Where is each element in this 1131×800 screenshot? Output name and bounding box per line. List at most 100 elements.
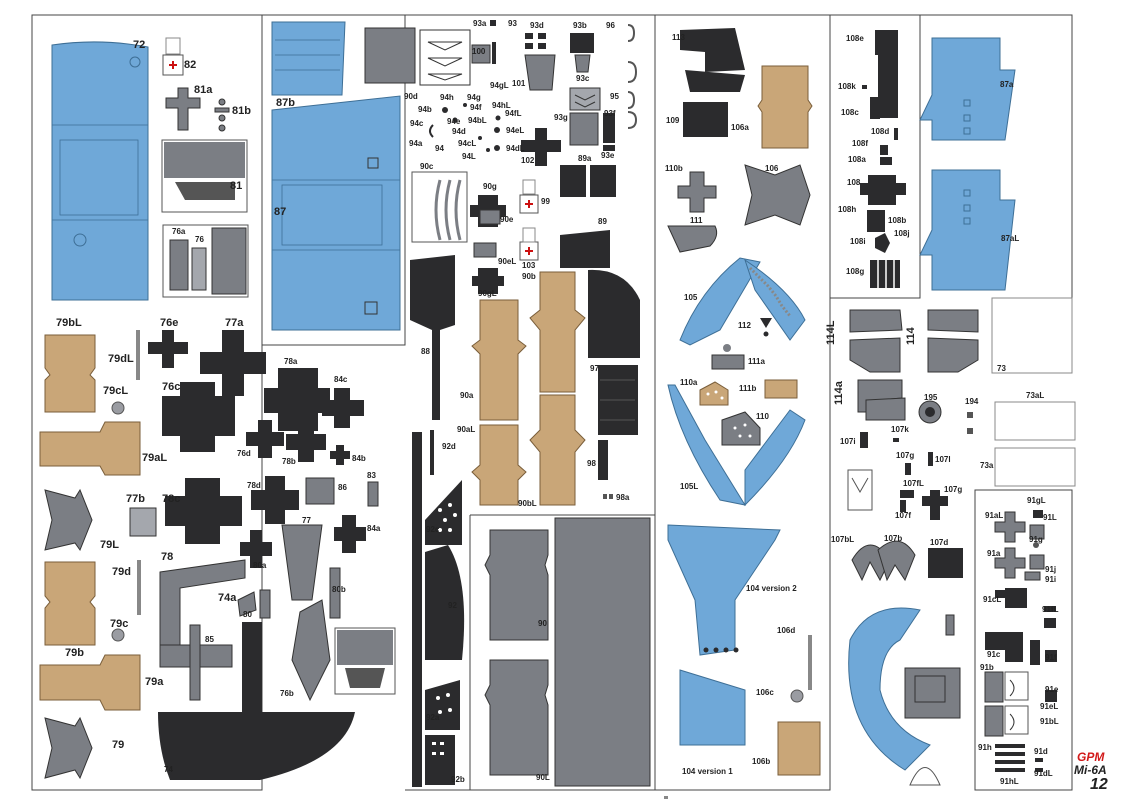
label-94c: 94c — [410, 119, 424, 128]
label-107g: 107g — [896, 451, 915, 460]
part-111a-dot — [723, 344, 731, 352]
label-107fL: 107fL — [903, 479, 924, 488]
part-87aL — [919, 169, 1016, 291]
part-87a — [919, 37, 1016, 141]
label-108c: 108c — [841, 108, 859, 117]
part-195 — [918, 400, 942, 424]
part-77 — [281, 524, 323, 601]
label-84c: 84c — [334, 375, 348, 384]
part-93g — [569, 112, 599, 146]
part-99 — [519, 179, 539, 214]
label-91cL: 91cL — [983, 595, 1002, 604]
part-92a — [425, 680, 460, 730]
label-85: 85 — [205, 635, 214, 644]
label-108b: 108b — [888, 216, 907, 225]
part-86 — [305, 477, 335, 505]
part-107-group — [860, 432, 948, 520]
label-78: 78 — [161, 551, 174, 563]
label-94L: 94L — [462, 152, 476, 161]
label-78a: 78a — [284, 357, 298, 366]
part-90c — [411, 171, 468, 243]
part-79L — [44, 488, 93, 552]
part-80 — [259, 589, 271, 619]
part-113 — [680, 28, 745, 72]
part-107d — [928, 548, 963, 578]
label-100: 100 — [472, 47, 486, 56]
label-90b: 90b — [522, 272, 536, 281]
label-105L: 105L — [680, 482, 699, 491]
part-79a — [39, 654, 141, 711]
part-74a — [237, 591, 257, 617]
label-79cL: 79cL — [103, 385, 129, 397]
label-91e: 91e — [1045, 685, 1059, 694]
part-104v1 — [679, 669, 746, 746]
part-79d — [137, 560, 141, 615]
part-85 — [159, 624, 233, 701]
brand-model: Mi-6A — [1074, 763, 1107, 777]
part-77a — [200, 330, 266, 396]
part-108-group — [860, 30, 906, 288]
label-90eL: 90eL — [498, 257, 517, 266]
label-90e: 90e — [500, 215, 514, 224]
label-74a: 74a — [218, 592, 237, 604]
part-84b — [330, 445, 350, 465]
label-91aL: 91aL — [985, 511, 1004, 520]
label-94a: 94a — [409, 139, 423, 148]
label-109: 109 — [666, 116, 680, 125]
part-90a — [471, 299, 527, 421]
part-93d — [525, 33, 546, 49]
label-87b: 87b — [276, 97, 295, 109]
label-94b: 94b — [418, 105, 432, 114]
label-79: 79 — [112, 739, 125, 751]
label-77a: 77a — [225, 317, 244, 329]
part-106a — [757, 65, 813, 149]
part-79aL — [39, 421, 141, 476]
label-108i: 108i — [850, 237, 866, 246]
label-91i: 91i — [1045, 575, 1057, 584]
label-89a: 89a — [578, 154, 592, 163]
part-110 — [721, 411, 761, 446]
part-83 — [367, 481, 379, 507]
label-107b: 107b — [884, 534, 903, 543]
label-80a: 80a — [253, 561, 267, 570]
label-104v2: 104 version 2 — [746, 584, 797, 593]
part-88 — [410, 255, 455, 420]
part-98 — [598, 440, 608, 480]
label-113: 113 — [672, 33, 685, 42]
label-89: 89 — [598, 217, 607, 226]
label-108h: 108h — [838, 205, 857, 214]
part-105 — [679, 257, 806, 346]
label-91fL: 91fL — [1042, 605, 1059, 614]
label-108a: 108a — [848, 155, 866, 164]
part-106b — [777, 721, 821, 776]
label-112: 112 — [738, 321, 751, 330]
label-76a: 76a — [172, 227, 186, 236]
part-111b — [764, 379, 798, 399]
label-90g: 90g — [483, 182, 497, 191]
part-105L — [667, 384, 806, 507]
label-91b: 91b — [980, 663, 994, 672]
part-87b — [271, 21, 346, 96]
label-111a: 111a — [748, 357, 765, 366]
part-90eL — [473, 242, 497, 258]
label-76d: 76d — [237, 449, 251, 458]
label-94cL: 94cL — [458, 139, 477, 148]
label-91gL: 91gL — [1027, 496, 1046, 505]
label-92b: 92b — [451, 775, 465, 784]
label-73aL: 73aL — [1026, 391, 1045, 400]
part-76e — [148, 330, 188, 368]
part-76-box — [162, 224, 249, 298]
label-98: 98 — [587, 459, 596, 468]
label-96: 96 — [606, 21, 615, 30]
label-94fL: 94fL — [505, 109, 522, 118]
label-86: 86 — [338, 483, 347, 492]
label-94hL: 94hL — [492, 101, 511, 110]
label-91dL: 91dL — [1034, 769, 1053, 778]
label-91d: 91d — [1034, 747, 1048, 756]
label-81b: 81b — [232, 105, 251, 117]
label-194: 194 — [965, 397, 979, 406]
part-87-panel — [271, 95, 401, 331]
label-91eL: 91eL — [1040, 702, 1059, 711]
label-91c: 91c — [987, 650, 1001, 659]
part-79dL — [136, 330, 140, 380]
